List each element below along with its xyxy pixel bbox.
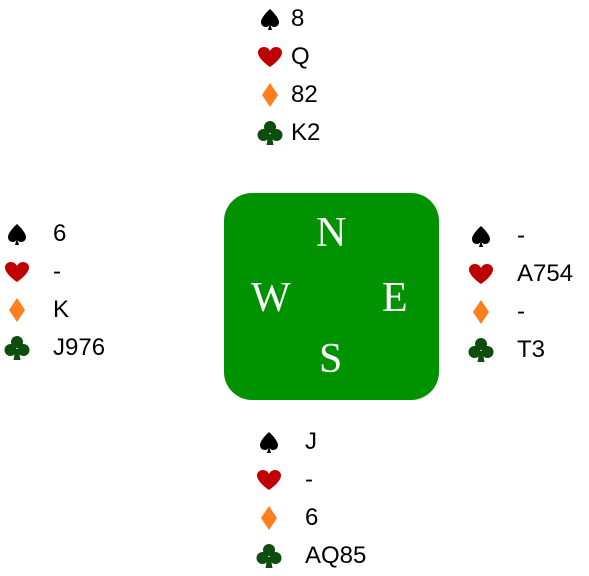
spade-icon: [254, 429, 284, 455]
compass-south-label: S: [319, 336, 343, 382]
diamond-icon: [2, 297, 32, 323]
heart-icon: [255, 44, 285, 70]
diamond-icon: [254, 505, 284, 531]
compass-east-label: E: [382, 275, 408, 321]
south-spades-row: J: [254, 423, 366, 461]
west-clubs-cards: J976: [53, 334, 106, 361]
south-hearts-row: -: [254, 461, 366, 499]
club-icon: [2, 335, 32, 361]
east-clubs-cards: T3: [517, 336, 546, 363]
north-clubs-cards: K2: [291, 119, 321, 146]
west-hearts-row: -: [2, 253, 105, 291]
east-hearts-row: A754: [466, 255, 573, 293]
east-spades-cards: -: [517, 222, 525, 249]
west-diamonds-cards: K: [53, 296, 70, 323]
spade-icon: [2, 221, 32, 247]
diamond-icon: [466, 299, 496, 325]
east-hearts-cards: A754: [517, 260, 574, 287]
east-spades-row: -: [466, 217, 573, 255]
north-hand: 8 Q 82 K2: [255, 0, 320, 152]
west-diamonds-row: K: [2, 291, 105, 329]
compass-north-label: N: [316, 210, 347, 256]
south-diamonds-row: 6: [254, 499, 366, 537]
north-diamonds-cards: 82: [291, 81, 318, 108]
north-hearts-row: Q: [255, 38, 320, 76]
north-hearts-cards: Q: [291, 43, 310, 70]
spade-icon: [466, 223, 496, 249]
north-spades-cards: 8: [291, 5, 305, 32]
east-clubs-row: T3: [466, 331, 573, 369]
south-hand: J - 6 AQ85: [254, 423, 366, 575]
north-diamonds-row: 82: [255, 76, 320, 114]
west-clubs-row: J976: [2, 329, 105, 367]
east-diamonds-row: -: [466, 293, 573, 331]
diamond-icon: [255, 82, 285, 108]
heart-icon: [466, 261, 496, 287]
east-diamonds-cards: -: [517, 298, 525, 325]
south-clubs-row: AQ85: [254, 537, 366, 575]
west-spades-cards: 6: [53, 220, 67, 247]
club-icon: [254, 543, 284, 569]
club-icon: [466, 337, 496, 363]
north-spades-row: 8: [255, 0, 320, 38]
south-spades-cards: J: [305, 428, 317, 455]
north-clubs-row: K2: [255, 114, 320, 152]
club-icon: [255, 120, 285, 146]
heart-icon: [2, 259, 32, 285]
south-hearts-cards: -: [305, 466, 313, 493]
compass-west-label: W: [251, 275, 291, 321]
spade-icon: [255, 6, 285, 32]
west-hand: 6 - K J976: [2, 215, 105, 367]
west-hearts-cards: -: [53, 258, 61, 285]
south-clubs-cards: AQ85: [305, 542, 367, 569]
heart-icon: [254, 467, 284, 493]
compass-table: N W E S: [224, 193, 439, 400]
east-hand: - A754 - T3: [466, 217, 573, 369]
west-spades-row: 6: [2, 215, 105, 253]
south-diamonds-cards: 6: [305, 504, 319, 531]
